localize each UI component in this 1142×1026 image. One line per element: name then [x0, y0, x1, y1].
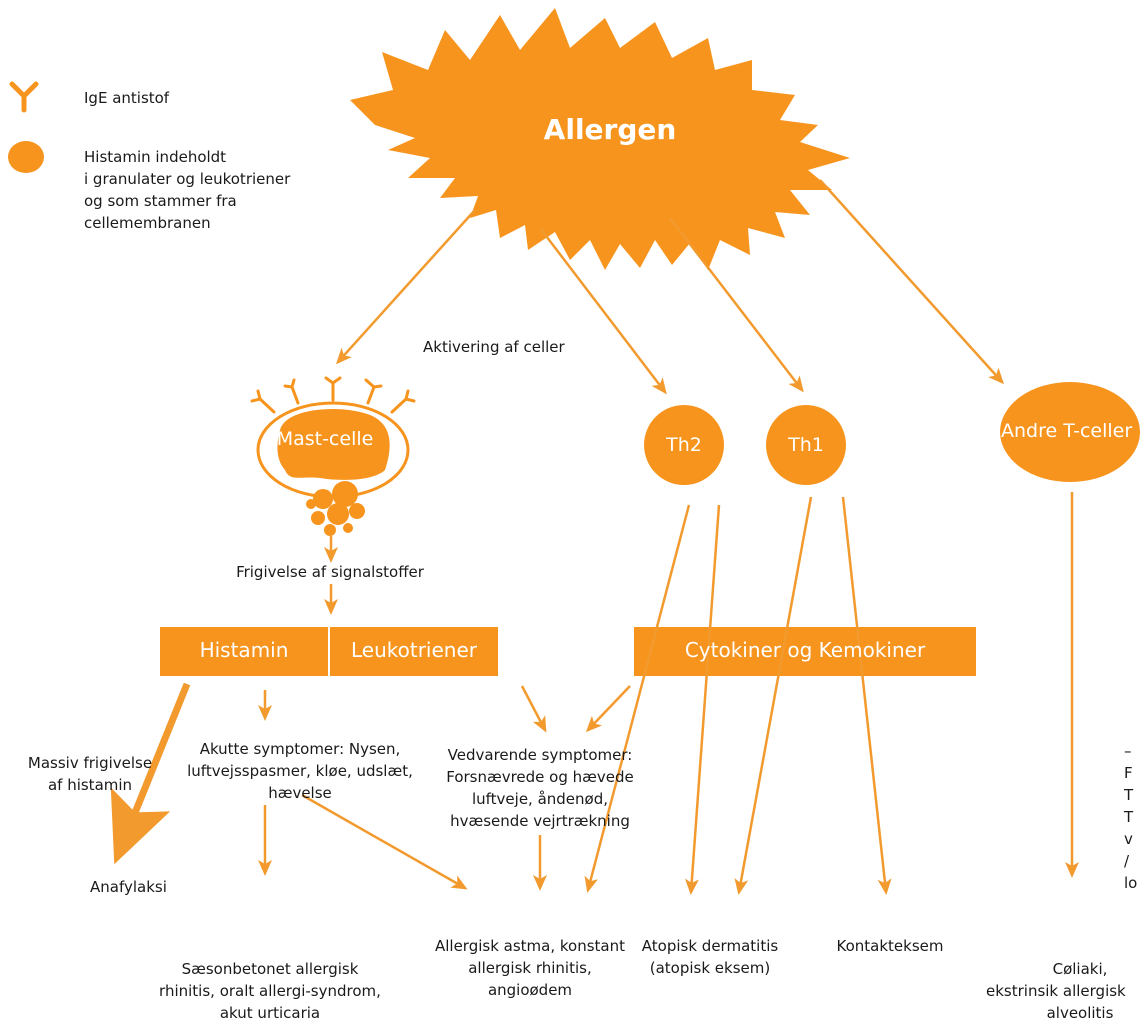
th1-cell: [766, 405, 846, 485]
arrow-allergen-th1: [669, 217, 804, 393]
side-note-line-7: lo: [1124, 874, 1138, 892]
legend-histamine-line-4: cellemembranen: [84, 214, 211, 232]
arrow-acute-asthma: [301, 793, 468, 890]
outcome-asthma-line-1: Allergisk astma, konstant: [434, 937, 626, 955]
arrow-th1-contact: [841, 496, 892, 895]
outcome-seasonal-line-1: Sæsonbetonet allergisk: [181, 960, 359, 978]
legend-histamine-line-1: Histamin indeholdt: [84, 148, 227, 166]
arrow-th1-atopic: [734, 496, 813, 895]
outcome-seasonal-line-2: rhinitis, oralt allergi-syndrom,: [159, 982, 381, 1000]
arrow-cyto-chronic: [585, 685, 631, 733]
outcome-celiac-line-1: Cøliaki,: [1052, 960, 1108, 978]
massive-release-line-1: Massiv frigivelse: [27, 754, 153, 772]
leukotriener-box-label: Leukotriener: [350, 638, 477, 662]
side-note-line-1: –: [1124, 742, 1132, 760]
arrow-allergen-th2: [539, 227, 667, 395]
antibody-icon: [9, 81, 39, 113]
cytokiner-box: [634, 627, 976, 676]
activation-label: Aktivering af celler: [423, 338, 565, 356]
allergen-title: Allergen: [543, 113, 677, 146]
arrow-th2-asthma: [584, 504, 691, 893]
leukotriener-box: [330, 627, 498, 676]
outcome-asthma-line-2: allergisk rhinitis,: [468, 959, 592, 977]
legend-ige-label: IgE antistof: [84, 89, 170, 107]
chronic-symptoms-line-3: luftveje, åndenød,: [471, 790, 609, 808]
chronic-symptoms-line-2: Forsnævrede og hævede: [446, 768, 634, 786]
arrow-allergen-other: [819, 179, 1005, 385]
other-t-cells-label: Andre T-celler: [1001, 420, 1133, 442]
arrow-leuko-chronic: [520, 685, 547, 733]
outcome-asthma-line-3: angioødem: [487, 981, 573, 999]
arrow-th2-atopic: [684, 504, 721, 895]
th1-label: Th1: [788, 434, 824, 456]
cytokiner-box-label: Cytokiner og Kemokiner: [684, 638, 926, 662]
outcome-atopic-line-1: Atopisk dermatitis: [641, 937, 779, 955]
arrow-allergen-mast: [335, 209, 476, 365]
mast-cell-label: Mast-celle: [276, 428, 374, 450]
acute-symptoms-line-3: hævelse: [268, 784, 332, 802]
side-note-line-6: /: [1124, 852, 1130, 870]
outcome-seasonal-line-3: akut urticaria: [219, 1004, 321, 1022]
outcome-contact: Kontakteksem: [836, 937, 944, 955]
acute-symptoms-line-1: Akutte symptomer: Nysen,: [199, 740, 401, 758]
chronic-symptoms-line-1: Vedvarende symptomer:: [447, 746, 633, 764]
granule-icon: [8, 141, 44, 173]
histamin-box: [160, 627, 328, 676]
histamin-box-label: Histamin: [199, 638, 289, 662]
other-t-cells: [1000, 382, 1140, 482]
side-note-line-3: T: [1124, 786, 1134, 804]
outcome-celiac-line-3: alveolitis: [1046, 1004, 1114, 1022]
chronic-symptoms-line-4: hvæsende vejrtrækning: [450, 812, 630, 830]
legend-histamine-line-2: i granulater og leukotriener: [84, 170, 291, 188]
allergen-burst: [350, 8, 850, 270]
legend-histamine-line-3: og som stammer fra: [84, 192, 237, 210]
side-note-line-4: T: [1124, 808, 1134, 826]
outcome-celiac-line-2: ekstrinsik allergisk: [986, 982, 1126, 1000]
arrow-massive-anaphylaxis: [110, 682, 191, 865]
release-label: Frigivelse af signalstoffer: [236, 563, 424, 581]
mast-cell: [250, 376, 416, 536]
acute-symptoms-line-2: luftvejsspasmer, kløe, udslæt,: [187, 762, 413, 780]
th2-cell: [644, 405, 724, 485]
side-note-line-5: v: [1124, 830, 1133, 848]
outcome-atopic-line-2: (atopisk eksem): [649, 959, 771, 977]
th2-label: Th2: [666, 434, 702, 456]
side-note-line-2: F: [1124, 764, 1133, 782]
outcome-anafylaksi: Anafylaksi: [90, 878, 167, 896]
massive-release-line-2: af histamin: [47, 776, 133, 794]
